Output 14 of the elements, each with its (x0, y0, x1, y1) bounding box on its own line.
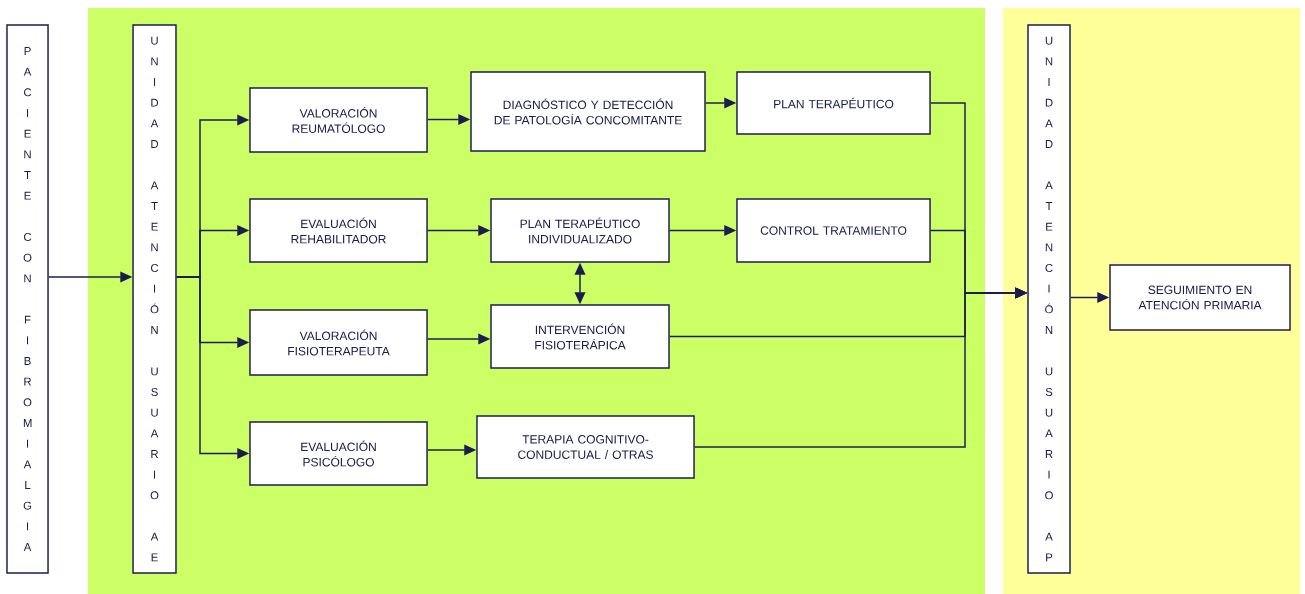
process-box: INTERVENCIÓN FISIOTERÁPICA (490, 304, 670, 369)
process-box: PLAN TERAPÉUTICO INDIVIDUALIZADO (490, 198, 670, 263)
process-box: EVALUACIÓN REHABILITADOR (249, 198, 428, 263)
process-box: VALORACIÓN FISIOTERAPEUTA (249, 309, 428, 376)
process-box: EVALUACIÓN PSICÓLOGO (249, 421, 428, 486)
process-box: VALORACIÓN REUMATÓLOGO (249, 87, 428, 153)
vertical-label-box: UNIDAD ATENCIÓN USUARIO AP (1027, 24, 1071, 574)
process-box: TERAPIA COGNITIVO- CONDUCTUAL / OTRAS (476, 415, 695, 479)
vertical-label-box: UNIDAD ATENCIÓN USUARIO AE (132, 24, 177, 574)
process-box: CONTROL TRATAMIENTO (736, 198, 931, 263)
process-box: PLAN TERAPÉUTICO (736, 71, 931, 135)
process-box: SEGUIMIENTO EN ATENCIÓN PRIMARIA (1109, 264, 1291, 331)
process-box: DIAGNÓSTICO Y DETECCIÓN DE PATOLOGÍA CONCOMITANTE (470, 71, 706, 152)
vertical-label-box: PACIENTE CON FIBROMIALGIA (6, 24, 49, 574)
